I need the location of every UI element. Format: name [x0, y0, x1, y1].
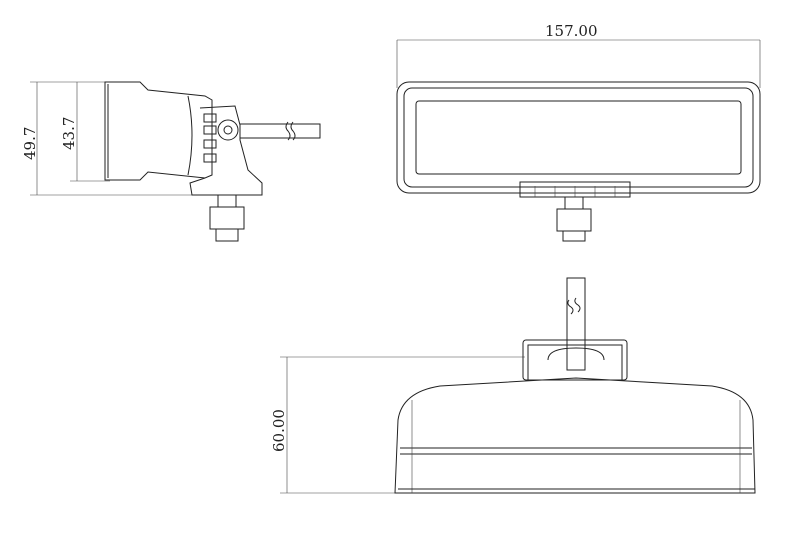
- dim-label-157: 157.00: [545, 22, 598, 40]
- dim-label-43-7: 43.7: [60, 117, 78, 150]
- front-view: 157.00: [396, 22, 761, 242]
- dim-label-49-7: 49.7: [21, 127, 39, 160]
- dim-label-60: 60.00: [270, 409, 288, 452]
- side-view: 49.7 43.7: [21, 81, 321, 242]
- top-view: 60.00: [270, 277, 756, 494]
